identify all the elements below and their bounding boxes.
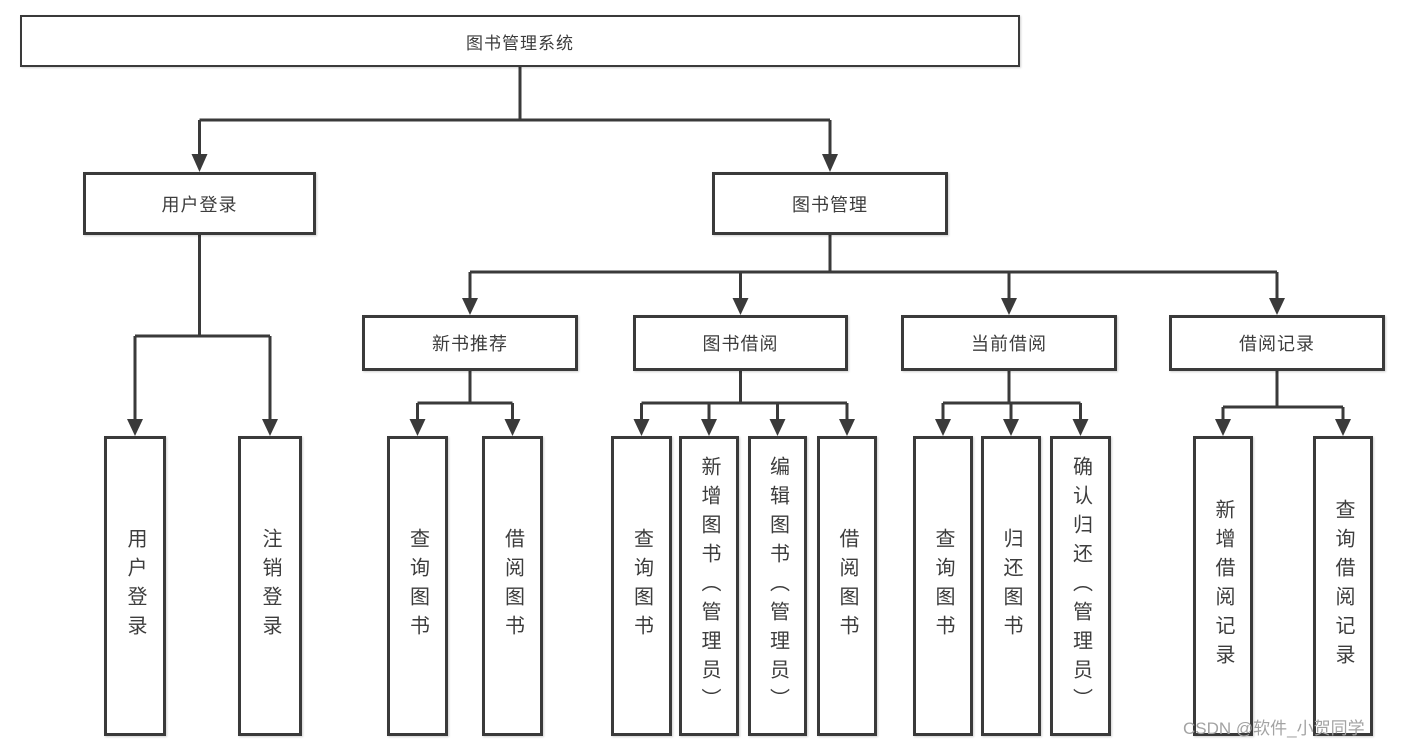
csdn-watermark: CSDN @软件_小贺同学 (1183, 719, 1365, 738)
leaf-query-books-recommend-label: 查询图书 (406, 528, 429, 644)
edge-new-book-branch (416, 371, 514, 422)
leaf-user-login: 用户登录 (104, 436, 166, 736)
node-current-borrow-label: 当前借阅 (971, 334, 1047, 354)
node-borrow-records: 借阅记录 (1169, 315, 1385, 371)
leaf-borrow-books-label: 借阅图书 (836, 528, 858, 644)
edge-root-branch (198, 67, 832, 158)
node-borrow-records-label: 借阅记录 (1239, 334, 1315, 354)
leaf-query-borrow-record-label: 查询借阅记录 (1332, 499, 1354, 673)
node-book-management-label: 图书管理 (792, 194, 868, 215)
edge-current-borrow-branch (941, 371, 1082, 422)
edge-borrow-records-branch (1221, 371, 1345, 422)
leaf-query-books-current: 查询图书 (913, 436, 973, 736)
leaf-query-books-current-label: 查询图书 (932, 528, 954, 644)
leaf-query-books-borrow-label: 查询图书 (630, 528, 653, 644)
node-user-login: 用户登录 (83, 172, 316, 235)
leaf-confirm-return-admin-label: 确认归还（管理员） (1069, 455, 1092, 717)
leaf-logout: 注销登录 (238, 436, 302, 736)
leaf-query-borrow-record: 查询借阅记录 (1313, 436, 1373, 736)
leaf-edit-book-admin: 编辑图书（管理员） (748, 436, 807, 736)
node-root-label: 图书管理系统 (466, 33, 574, 53)
node-user-login-label: 用户登录 (161, 194, 238, 215)
leaf-confirm-return-admin: 确认归还（管理员） (1050, 436, 1111, 736)
leaf-add-borrow-record-label: 新增借阅记录 (1212, 499, 1234, 673)
edge-book-borrow-branch (640, 371, 849, 422)
node-root-system: 图书管理系统 (20, 15, 1020, 67)
edge-book-management-branch (468, 235, 1279, 301)
leaf-return-books-label: 归还图书 (1000, 528, 1022, 644)
node-new-book-recommend-label: 新书推荐 (432, 334, 508, 354)
node-new-book-recommend: 新书推荐 (362, 315, 578, 371)
node-book-management: 图书管理 (712, 172, 948, 235)
leaf-add-book-admin: 新增图书（管理员） (679, 436, 739, 736)
leaf-add-book-admin-label: 新增图书（管理员） (698, 455, 720, 717)
node-book-borrow-label: 图书借阅 (702, 334, 779, 354)
leaf-borrow-books-recommend: 借阅图书 (482, 436, 543, 736)
leaf-query-books-borrow: 查询图书 (611, 436, 672, 736)
leaf-edit-book-admin-label: 编辑图书（管理员） (766, 455, 789, 717)
leaf-logout-label: 注销登录 (259, 528, 281, 644)
leaf-return-books: 归还图书 (981, 436, 1041, 736)
node-book-borrow: 图书借阅 (633, 315, 848, 371)
leaf-add-borrow-record: 新增借阅记录 (1193, 436, 1253, 736)
leaf-query-books-recommend: 查询图书 (387, 436, 448, 736)
leaf-user-login-label: 用户登录 (124, 528, 146, 644)
leaf-borrow-books: 借阅图书 (817, 436, 877, 736)
leaf-borrow-books-recommend-label: 借阅图书 (501, 528, 524, 644)
edge-user-login-branch (133, 235, 272, 422)
node-current-borrow: 当前借阅 (901, 315, 1117, 371)
